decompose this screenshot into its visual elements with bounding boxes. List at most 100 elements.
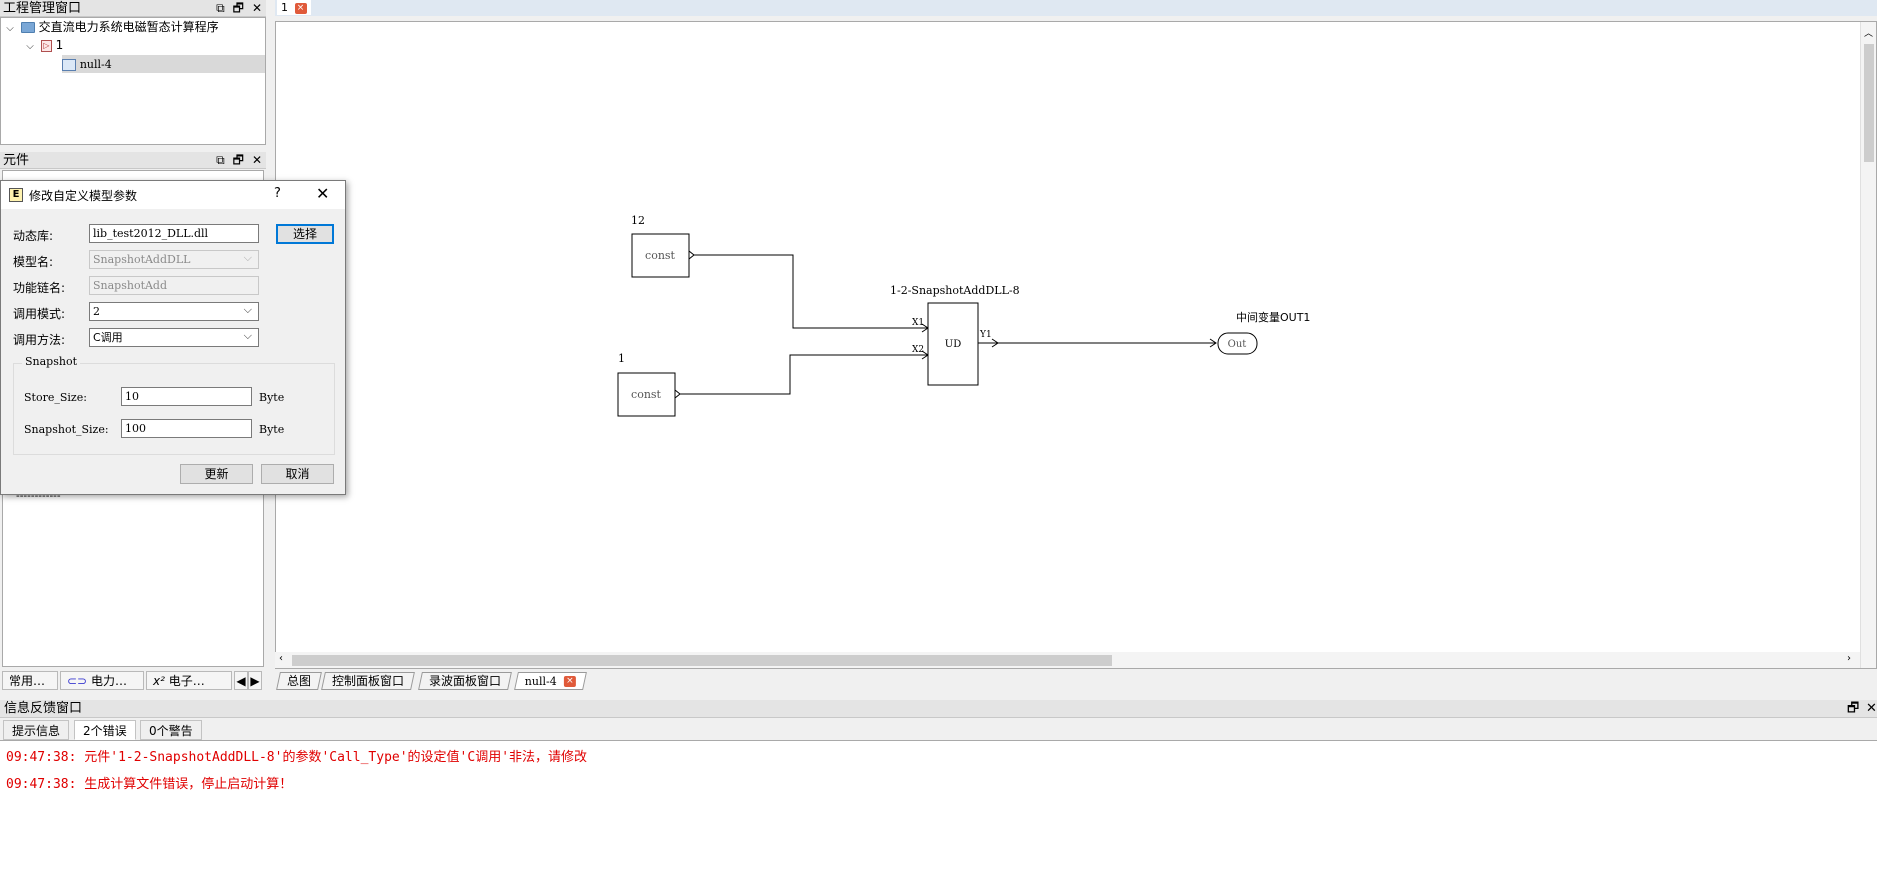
snapshot-group-title: Snapshot xyxy=(22,355,80,368)
document-tab-strip xyxy=(275,0,1877,16)
const2-label: 1 xyxy=(618,352,625,365)
diagram-canvas[interactable]: 12 const 1 const 1-2-SnapshotAddDLL-8 UD… xyxy=(275,21,1877,669)
vertical-scroll-thumb[interactable] xyxy=(1864,44,1874,162)
tree-item-label: 1 xyxy=(55,38,64,52)
project-panel-header: 工程管理窗口 ⧉ 🗗 ✕ xyxy=(0,0,266,17)
document-tab[interactable]: 1 × xyxy=(277,0,311,15)
snapshot-size-unit: Byte xyxy=(259,423,285,436)
float-icon[interactable]: ⧉ xyxy=(216,1,225,15)
snapshot-group: Snapshot Store_Size: 10 Byte Snapshot_Si… xyxy=(13,355,335,455)
out-text: Out xyxy=(1228,339,1247,350)
select-button[interactable]: 选择 xyxy=(276,224,334,244)
project-icon: ▷ xyxy=(40,39,52,52)
snapshot-size-input[interactable]: 100 xyxy=(121,419,252,438)
call-mode-label: 调用模式: xyxy=(13,307,66,321)
const2-text: const xyxy=(631,388,662,401)
tab-info[interactable]: 提示信息 xyxy=(3,720,70,740)
snapshot-size-label: Snapshot_Size: xyxy=(24,423,109,436)
tree-item-sheet[interactable]: null-4 xyxy=(62,55,265,73)
call-method-select[interactable]: C调用 xyxy=(89,328,259,347)
ud-text: UD xyxy=(945,339,961,350)
out-label: 中间变量OUT1 xyxy=(1236,310,1310,324)
tree-item-label: null-4 xyxy=(79,58,112,71)
modify-model-dialog: E 修改自定义模型参数 ? ✕ 动态库: lib_test2012_DLL.dl… xyxy=(0,180,346,495)
block-icon xyxy=(62,58,76,71)
dialog-titlebar[interactable]: E 修改自定义模型参数 ? ✕ xyxy=(1,181,345,209)
store-size-input[interactable]: 10 xyxy=(121,387,252,406)
dll-label: 动态库: xyxy=(13,229,54,243)
restore-icon[interactable]: 🗗 xyxy=(232,153,244,167)
restore-icon[interactable]: 🗗 xyxy=(1847,701,1860,716)
tab-errors[interactable]: 2个错误 xyxy=(74,720,136,740)
tree-item-root[interactable]: ⌵ 交直流电力系统电磁暂态计算程序 xyxy=(3,18,219,36)
ud-in1: X1 xyxy=(912,318,924,328)
close-icon[interactable]: ✕ xyxy=(251,153,262,167)
close-icon[interactable]: ✕ xyxy=(1866,701,1877,716)
cancel-button[interactable]: 取消 xyxy=(261,464,334,484)
sheet-tab-overview[interactable]: 总图 xyxy=(276,672,322,690)
horizontal-scroll-thumb[interactable] xyxy=(292,655,1112,666)
tab-power[interactable]: ⊂⊃ 电力… xyxy=(60,671,144,690)
const1-text: const xyxy=(645,249,676,262)
store-size-label: Store_Size: xyxy=(24,391,87,404)
element-panel-header: 元件 ⧉ 🗗 ✕ xyxy=(0,152,266,169)
ud-label: 1-2-SnapshotAddDLL-8 xyxy=(890,284,1020,297)
close-button[interactable]: ✕ xyxy=(316,184,330,203)
chevron-down-icon[interactable]: ⌵ xyxy=(6,23,14,34)
info-window-body: 09:47:38: 元件'1-2-SnapshotAddDLL-8'的参数'Ca… xyxy=(0,740,1877,871)
out-block[interactable]: Out xyxy=(1217,332,1258,355)
dll-input[interactable]: lib_test2012_DLL.dll xyxy=(89,224,259,243)
info-window-header: 信息反馈窗口 🗗 ✕ xyxy=(0,700,1877,718)
scroll-up-icon[interactable]: ︿ xyxy=(1864,29,1874,39)
dialog-title: 修改自定义模型参数 xyxy=(29,189,138,203)
sheet-tab-recorder[interactable]: 录波面板窗口 xyxy=(418,672,512,690)
chevron-down-icon[interactable]: ⌵ xyxy=(26,41,34,52)
tab-warnings[interactable]: 0个警告 xyxy=(140,720,202,740)
ud-out: Y1 xyxy=(979,330,992,340)
const1-label: 12 xyxy=(631,214,645,227)
ud-block[interactable]: UD X1 X2 Y1 xyxy=(912,302,992,386)
vertical-scrollbar[interactable]: ︿ xyxy=(1860,22,1876,668)
update-button[interactable]: 更新 xyxy=(180,464,253,484)
tree-item-label: 交直流电力系统电磁暂态计算程序 xyxy=(38,20,219,34)
project-panel-title: 工程管理窗口 xyxy=(3,1,82,16)
help-button[interactable]: ? xyxy=(274,186,281,201)
call-mode-select[interactable]: 2 xyxy=(89,302,259,321)
x-squared-icon: x² xyxy=(153,674,165,688)
error-message-1[interactable]: 09:47:38: 元件'1-2-SnapshotAddDLL-8'的参数'Ca… xyxy=(6,750,588,765)
function-label: 功能链名: xyxy=(13,281,66,295)
tab-common[interactable]: 常用… xyxy=(2,671,58,690)
wire-x2 xyxy=(680,354,928,395)
scroll-right-icon[interactable]: › xyxy=(1847,653,1851,664)
error-message-2[interactable]: 09:47:38: 生成计算文件错误，停止启动计算！ xyxy=(6,777,293,792)
const2-block[interactable]: const xyxy=(617,372,681,417)
tab-electronics[interactable]: x² 电子… xyxy=(146,671,232,690)
folder-icon xyxy=(20,22,35,33)
ud-in2: X2 xyxy=(912,345,924,355)
scroll-left-icon[interactable]: ‹ xyxy=(279,653,283,664)
close-icon[interactable]: × xyxy=(563,676,576,687)
function-input: SnapshotAdd xyxy=(89,276,259,295)
project-tree: ⌵ 交直流电力系统电磁暂态计算程序 ⌵ ▷ 1 null-4 xyxy=(0,17,266,145)
app-icon: E xyxy=(9,188,23,202)
model-select: SnapshotAddDLL xyxy=(89,250,259,269)
element-panel-title: 元件 xyxy=(3,153,30,168)
wire-x1 xyxy=(694,254,928,329)
close-icon[interactable]: × xyxy=(294,2,307,14)
sheet-tab-null4[interactable]: null-4 × xyxy=(514,672,587,690)
scroll-right-button[interactable]: ▶ xyxy=(248,671,262,690)
float-icon[interactable]: ⧉ xyxy=(216,153,225,167)
restore-icon[interactable]: 🗗 xyxy=(232,1,244,15)
scroll-left-button[interactable]: ◀ xyxy=(234,671,248,690)
model-label: 模型名: xyxy=(13,255,54,269)
power-icon: ⊂⊃ xyxy=(67,674,88,688)
tree-item-project[interactable]: ⌵ ▷ 1 xyxy=(23,36,63,54)
diagram-svg: 12 const 1 const 1-2-SnapshotAddDLL-8 UD… xyxy=(617,214,1310,417)
sheet-tab-control[interactable]: 控制面板窗口 xyxy=(321,672,415,690)
const1-block[interactable]: const xyxy=(631,233,695,278)
horizontal-scrollbar[interactable]: ‹ › xyxy=(275,652,1860,668)
store-size-unit: Byte xyxy=(259,391,285,404)
call-method-label: 调用方法: xyxy=(13,333,66,347)
close-icon[interactable]: ✕ xyxy=(251,1,262,15)
info-window-title: 信息反馈窗口 xyxy=(4,701,83,716)
